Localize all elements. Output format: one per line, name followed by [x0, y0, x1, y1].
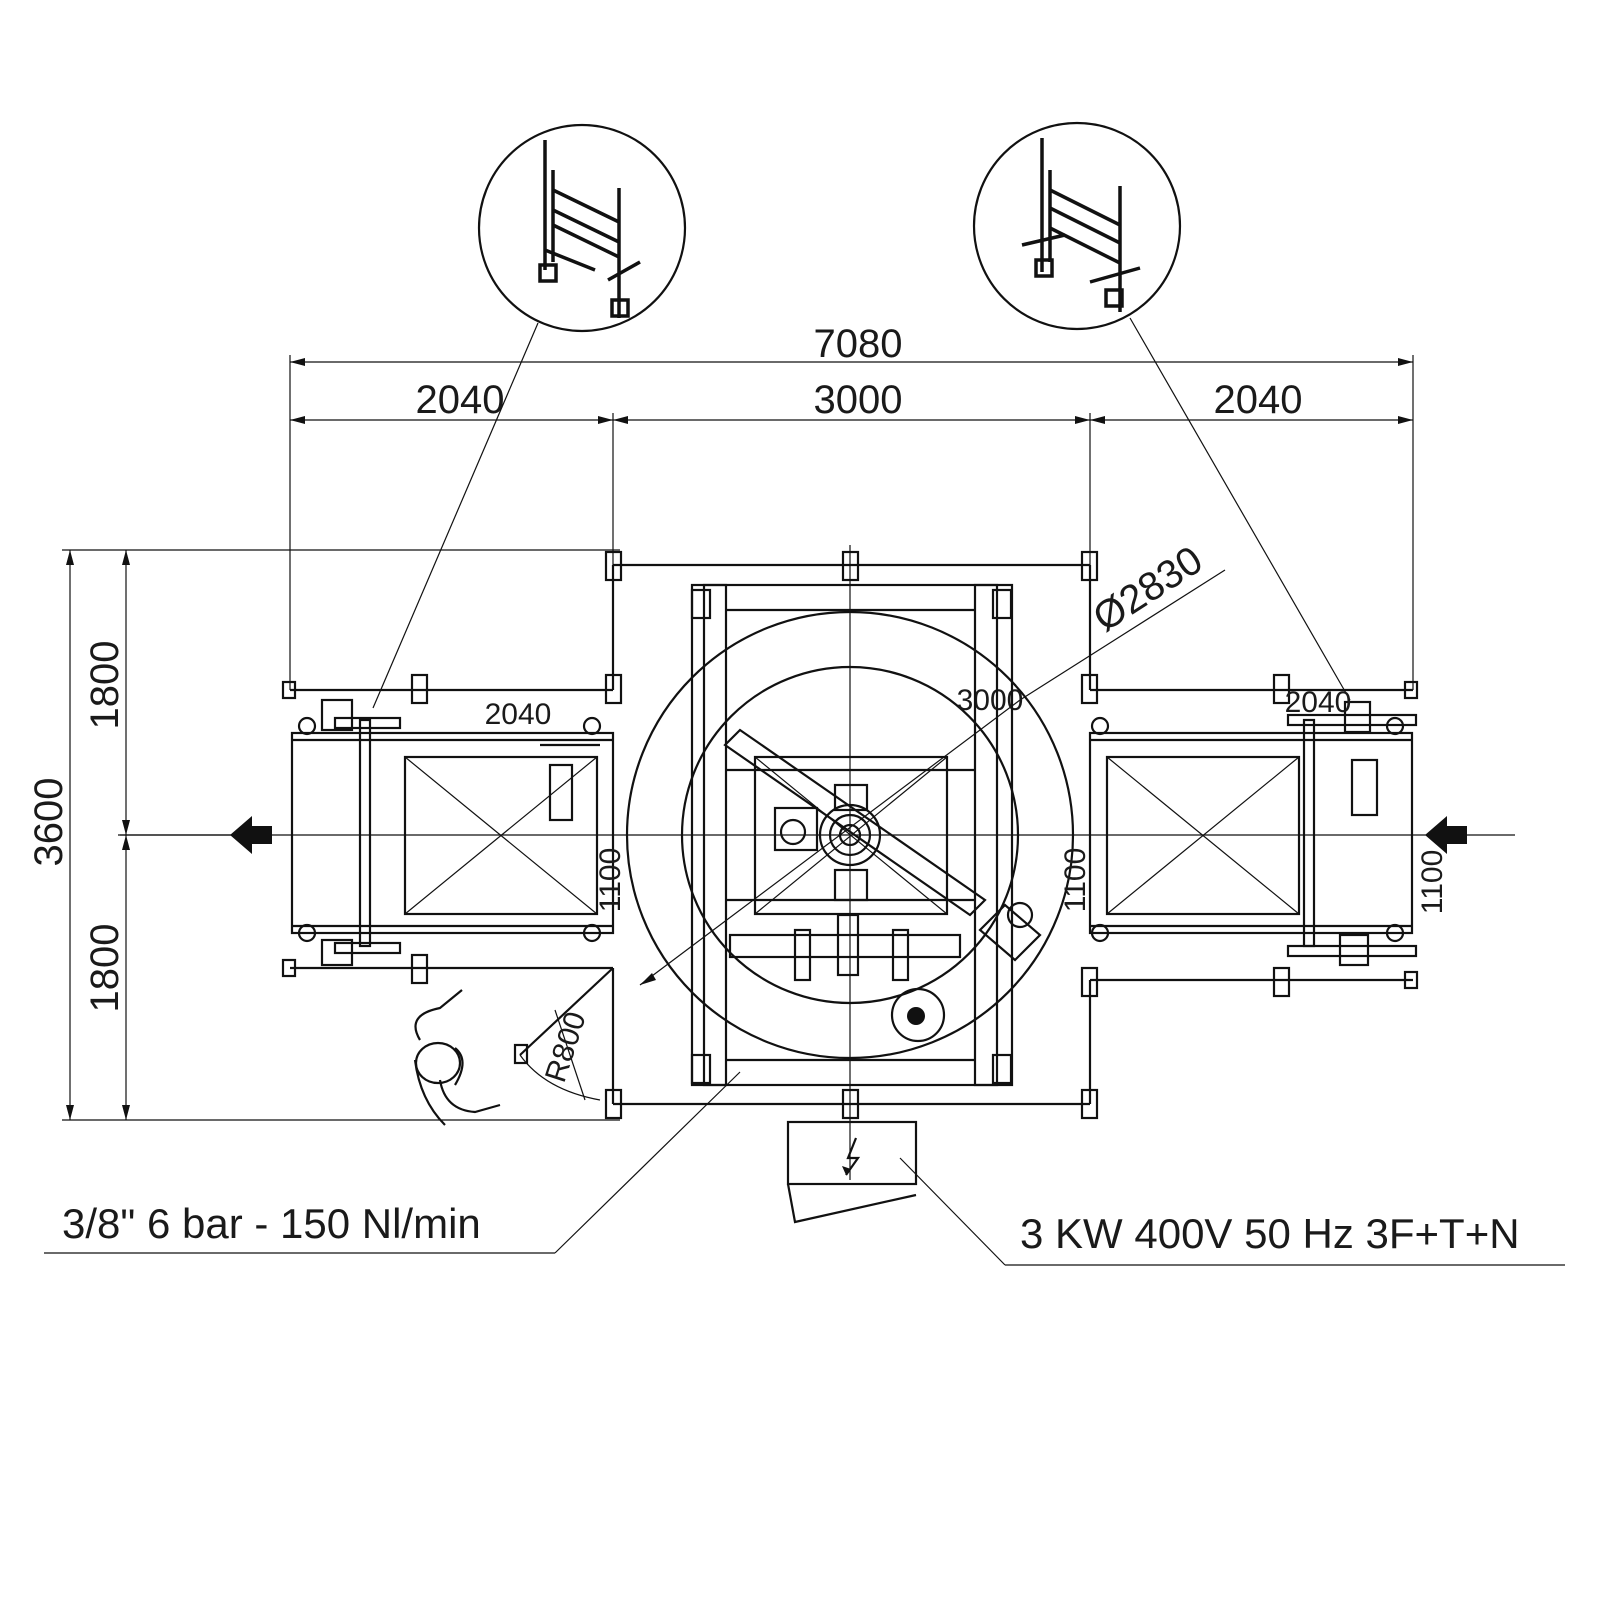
- turntable-diameter-label: Ø2830: [1086, 538, 1211, 640]
- outfeed-conveyor-right: 2040 1100: [1088, 686, 1449, 967]
- right-conveyor-width-label: 1100: [1416, 850, 1449, 915]
- half-width-top-label: 1800: [83, 641, 127, 730]
- dimension-sections: 2040 3000 2040: [290, 378, 1413, 690]
- dimension-overall-length: 7080: [289, 322, 1414, 690]
- electrical-cabinet: [786, 1120, 918, 1224]
- inner-width-label: 3000: [957, 684, 1024, 717]
- overall-length-label: 7080: [814, 322, 903, 366]
- left-conveyor-length-label: 2040: [416, 378, 505, 422]
- power-supply-annotation: 3 KW 400V 50 Hz 3F+T+N: [899, 1157, 1565, 1266]
- dimension-half-widths: 1800 1800: [83, 550, 260, 1120]
- leader-detail-right: [1129, 317, 1351, 701]
- power-supply-label: 3 KW 400V 50 Hz 3F+T+N: [1020, 1210, 1520, 1257]
- left-conveyor-inner-label: 2040: [485, 698, 552, 731]
- turntable-width-label: 1100: [1059, 848, 1092, 913]
- right-conveyor-length-label: 2040: [1214, 378, 1303, 422]
- door-radius-label: R800: [539, 1008, 593, 1086]
- air-supply-label: 3/8" 6 bar - 150 Nl/min: [62, 1200, 481, 1247]
- left-conveyor-width-label: 1100: [594, 848, 627, 913]
- infeed-conveyor-left: 2040 1100: [290, 698, 627, 967]
- safety-fence: [281, 550, 1419, 1120]
- turntable-span-label: 3000: [814, 378, 903, 422]
- flow-arrow-left: [230, 816, 272, 854]
- access-door: R800: [513, 967, 615, 1104]
- right-conveyor-inner-label: 2040: [1285, 686, 1352, 719]
- wrapper-frame: 1100: [690, 583, 1092, 1087]
- detail-view-left: [477, 123, 687, 333]
- dimension-overall-width: 3600: [27, 549, 620, 1121]
- leader-detail-left: [372, 322, 539, 709]
- flow-arrow-right: [1425, 816, 1467, 854]
- air-supply-annotation: 3/8" 6 bar - 150 Nl/min: [44, 1071, 741, 1254]
- half-width-bottom-label: 1800: [83, 924, 127, 1013]
- detail-view-right: [972, 121, 1182, 331]
- operator-icon: [413, 989, 501, 1126]
- overall-width-label: 3600: [27, 778, 71, 867]
